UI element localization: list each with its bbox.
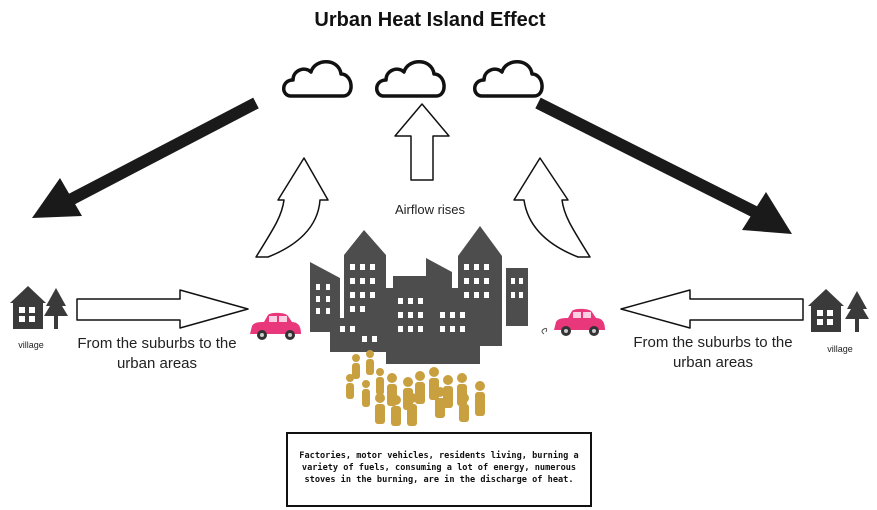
airflow-up-arrow [394,103,450,181]
outflow-arrow-right [535,97,792,234]
inflow-arrow-right [620,289,804,329]
outflow-arrow-left [32,97,259,218]
village-house-icon [808,289,869,332]
inflow-arrow-left [76,289,249,329]
airflow-label: Airflow rises [394,202,466,217]
airflow-curved-arrow-left [255,157,329,258]
heat-sources-note: Factories, motor vehicles, residents liv… [286,432,592,507]
village-house-icon [10,286,68,329]
city-skyline-icon [310,226,528,364]
cloud-icon [282,60,353,98]
village-label-right: village [827,344,853,354]
cloud-icon [375,60,446,98]
route-label-right: From the suburbs to the urban areas [633,334,793,371]
car-icon [250,312,301,340]
route-label-left: From the suburbs to the urban areas [77,335,237,372]
cloud-icon [473,60,544,98]
car-icon [541,308,605,336]
diagram-title: Urban Heat Island Effect [314,9,546,31]
village-label-left: village [18,340,44,350]
crowd-icon [346,350,485,426]
airflow-curved-arrow-right [513,157,591,258]
